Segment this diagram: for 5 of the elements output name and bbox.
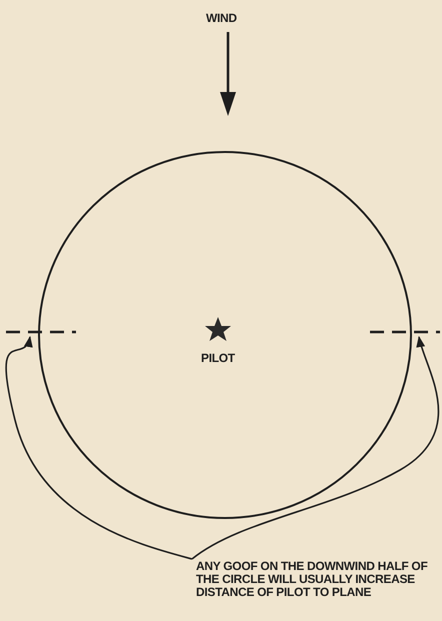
- note-text: ANY GOOF ON THE DOWNWIND HALF OF THE CIRCLE WILL USUALLY INCREASE DISTANCE OF PILOT TO PLANE: [196, 560, 428, 599]
- leader-arrow: [192, 336, 440, 560]
- leader-arrow: [5, 336, 192, 560]
- pilot-label: PILOT: [201, 352, 235, 365]
- wind-label: WIND: [206, 12, 237, 25]
